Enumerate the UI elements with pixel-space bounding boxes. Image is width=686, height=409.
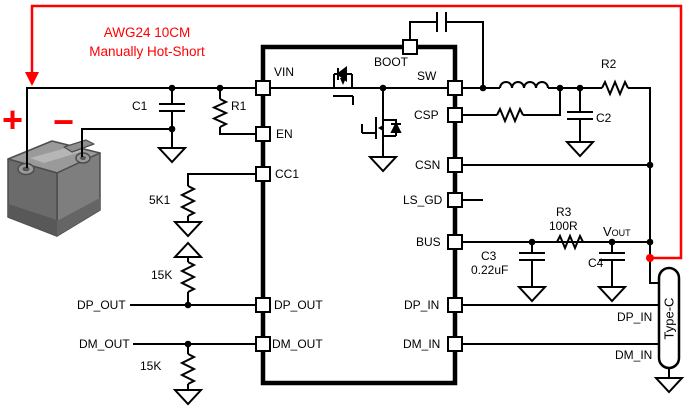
ground-symbol	[156, 147, 188, 164]
pin-label-en: EN	[276, 127, 293, 141]
red-arrowhead	[25, 72, 39, 86]
pin-square-boot	[402, 39, 418, 55]
annotation-line1: AWG24 10CM	[103, 25, 191, 40]
pin-square-bus	[447, 234, 463, 250]
pin-label-csp: CSP	[414, 108, 439, 122]
annotation-line2: Manually Hot-Short	[89, 44, 205, 59]
pin-square-en	[255, 126, 271, 142]
label-c3-value: 0.22uF	[471, 263, 509, 277]
pin-label-dp-in: DP_IN	[404, 298, 440, 312]
resistor-r3	[556, 233, 584, 251]
pin-label-sw: SW	[417, 69, 437, 83]
ground-symbol	[516, 286, 548, 303]
resistor-csp-sense	[462, 88, 561, 124]
typec-connector-label: Type-C	[659, 268, 679, 368]
label-15k-dp: 15K	[151, 268, 173, 282]
label-15k-dm: 15K	[140, 359, 162, 373]
pin-square-cc1	[255, 166, 271, 182]
resistor-5k1	[172, 173, 256, 238]
pin-square-dm-in	[447, 336, 463, 352]
red-annotation-wire	[25, 4, 683, 262]
pin-label-dm-out: DM_OUT	[272, 337, 323, 351]
label-5k1: 5K1	[149, 193, 171, 207]
resistor-15k-dp	[172, 241, 204, 305]
capacitor-c2	[564, 88, 596, 158]
pin-square-dp-out	[255, 297, 271, 313]
wire-dp-out	[130, 304, 256, 345]
typec-connector	[653, 266, 685, 394]
pin-label-vin: VIN	[274, 65, 295, 79]
label-c2: C2	[596, 111, 612, 125]
input-wires	[26, 87, 256, 168]
pin-label-bus: BUS	[416, 235, 441, 249]
vout-prefix: V	[603, 224, 612, 239]
boot-capacitor	[409, 12, 484, 88]
net-label-dm-in: DM_IN	[615, 348, 653, 362]
pin-square-dp-in	[447, 297, 463, 313]
pin-label-boot: BOOT	[374, 55, 409, 69]
label-r3: R3	[556, 205, 572, 219]
net-label-dm-out: DM_OUT	[79, 337, 130, 351]
pin-square-vin	[255, 80, 271, 96]
net-label-dp-out: DP_OUT	[77, 298, 126, 312]
pin-square-csn	[447, 157, 463, 173]
battery-minus-label: −	[53, 101, 75, 142]
label-c3: C3	[481, 249, 497, 263]
ground-symbol	[367, 156, 399, 173]
net-label-vout: VOUT	[603, 224, 631, 240]
pin-label-ls-gd: LS_GD	[403, 193, 443, 207]
pin-label-dp-out: DP_OUT	[274, 298, 323, 312]
ground-symbol	[564, 141, 596, 158]
battery-plus-label: +	[2, 99, 24, 140]
ic-pin-squares	[255, 39, 463, 352]
ground-symbol	[172, 389, 204, 406]
ic-outline	[260, 44, 458, 386]
label-r3-value: 100R	[549, 219, 578, 233]
junction-dots	[168, 84, 654, 348]
capacitor-c3	[516, 242, 548, 303]
red-probe-dot	[646, 254, 654, 262]
pin-square-dm-out	[255, 336, 271, 352]
wire-dp-in	[462, 304, 659, 345]
vout-subscript: OUT	[611, 228, 631, 238]
pin-square-sw	[447, 80, 463, 96]
capacitor-c1	[156, 88, 188, 164]
pin-square-csp	[447, 107, 463, 123]
ground-symbol	[172, 221, 204, 238]
label-c4: C4	[588, 256, 604, 270]
label-c1: C1	[132, 99, 148, 113]
high-side-mosfet	[270, 66, 448, 105]
label-r1: R1	[231, 99, 247, 113]
pin-label-cc1: CC1	[275, 167, 300, 181]
ground-symbol	[653, 377, 685, 394]
net-label-dp-in: DP_IN	[617, 310, 653, 324]
label-r2: R2	[601, 57, 617, 71]
pin-label-csn: CSN	[415, 158, 441, 172]
ground-symbol	[596, 286, 628, 303]
pin-square-ls-gd	[447, 192, 463, 208]
capacitor-c4	[596, 242, 628, 303]
battery-illustration	[7, 139, 101, 237]
typec-label-text: Type-C	[661, 297, 677, 339]
ground-symbol	[172, 241, 204, 258]
pin-label-dm-in: DM_IN	[403, 337, 441, 351]
resistor-15k-dm	[172, 344, 204, 406]
low-side-mosfet	[361, 88, 402, 173]
